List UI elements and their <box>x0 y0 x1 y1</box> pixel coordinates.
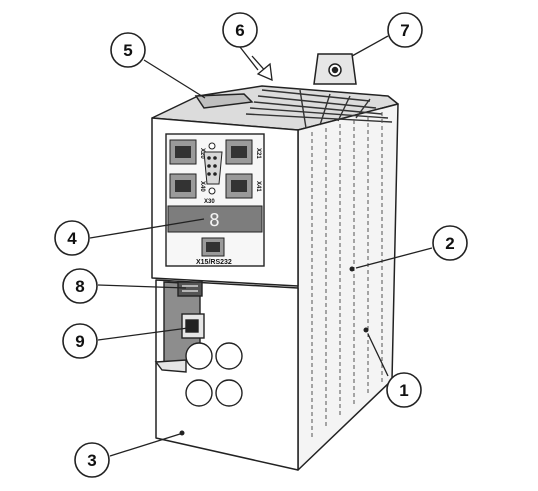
lower-connector-area <box>154 281 205 373</box>
svg-text:1: 1 <box>399 381 408 400</box>
label-x30: X30 <box>204 199 215 205</box>
label-x41: X41 <box>255 181 261 192</box>
plug-connector <box>177 281 203 297</box>
callout-1: 1 <box>386 372 422 408</box>
label-x15: X15/RS232 <box>196 259 232 266</box>
front-marker-3 <box>179 430 185 436</box>
label-x21: X21 <box>255 148 261 159</box>
label-x20: X20 <box>199 148 205 159</box>
callout-2: 2 <box>432 225 468 261</box>
status-display <box>167 205 263 233</box>
mounting-bracket <box>313 53 357 85</box>
callout-6: 6 <box>222 12 258 48</box>
top-latch <box>194 93 254 109</box>
svg-text:2: 2 <box>445 234 454 253</box>
leader-lines <box>89 35 433 457</box>
callout-8: 8 <box>62 268 98 304</box>
callout-7: 7 <box>387 12 423 48</box>
side-marker-2 <box>349 266 355 272</box>
callout-5: 5 <box>110 32 146 68</box>
housing-side <box>297 103 399 471</box>
rj45-port-x41 <box>225 173 253 199</box>
arrow-6 <box>251 55 273 82</box>
svg-text:5: 5 <box>123 41 132 60</box>
label-x40: X40 <box>199 181 205 192</box>
rj45-port-x21 <box>225 139 253 165</box>
callout-9: 9 <box>62 323 98 359</box>
side-marker-1 <box>363 327 369 333</box>
terminal-block <box>181 313 205 339</box>
dsub-connector-x30 <box>203 142 223 195</box>
cover-knockouts <box>185 342 243 407</box>
rj45-port-x40 <box>169 173 197 199</box>
callout-3: 3 <box>74 442 110 478</box>
svg-text:8: 8 <box>75 277 84 296</box>
side-vent-ridges <box>311 112 383 440</box>
svg-text:4: 4 <box>67 229 77 248</box>
display-digit: 8 <box>209 210 220 231</box>
svg-text:3: 3 <box>87 451 96 470</box>
svg-text:6: 6 <box>235 21 244 40</box>
rj45-port-x20 <box>169 139 197 165</box>
svg-text:9: 9 <box>75 332 84 351</box>
svg-text:7: 7 <box>400 21 409 40</box>
rs232-port-x15 <box>201 237 225 257</box>
callout-4: 4 <box>54 220 90 256</box>
heatsink-fins <box>245 89 393 129</box>
front-panel: X20 X21 X40 X41 X30 8 X15/RS232 <box>165 133 265 267</box>
